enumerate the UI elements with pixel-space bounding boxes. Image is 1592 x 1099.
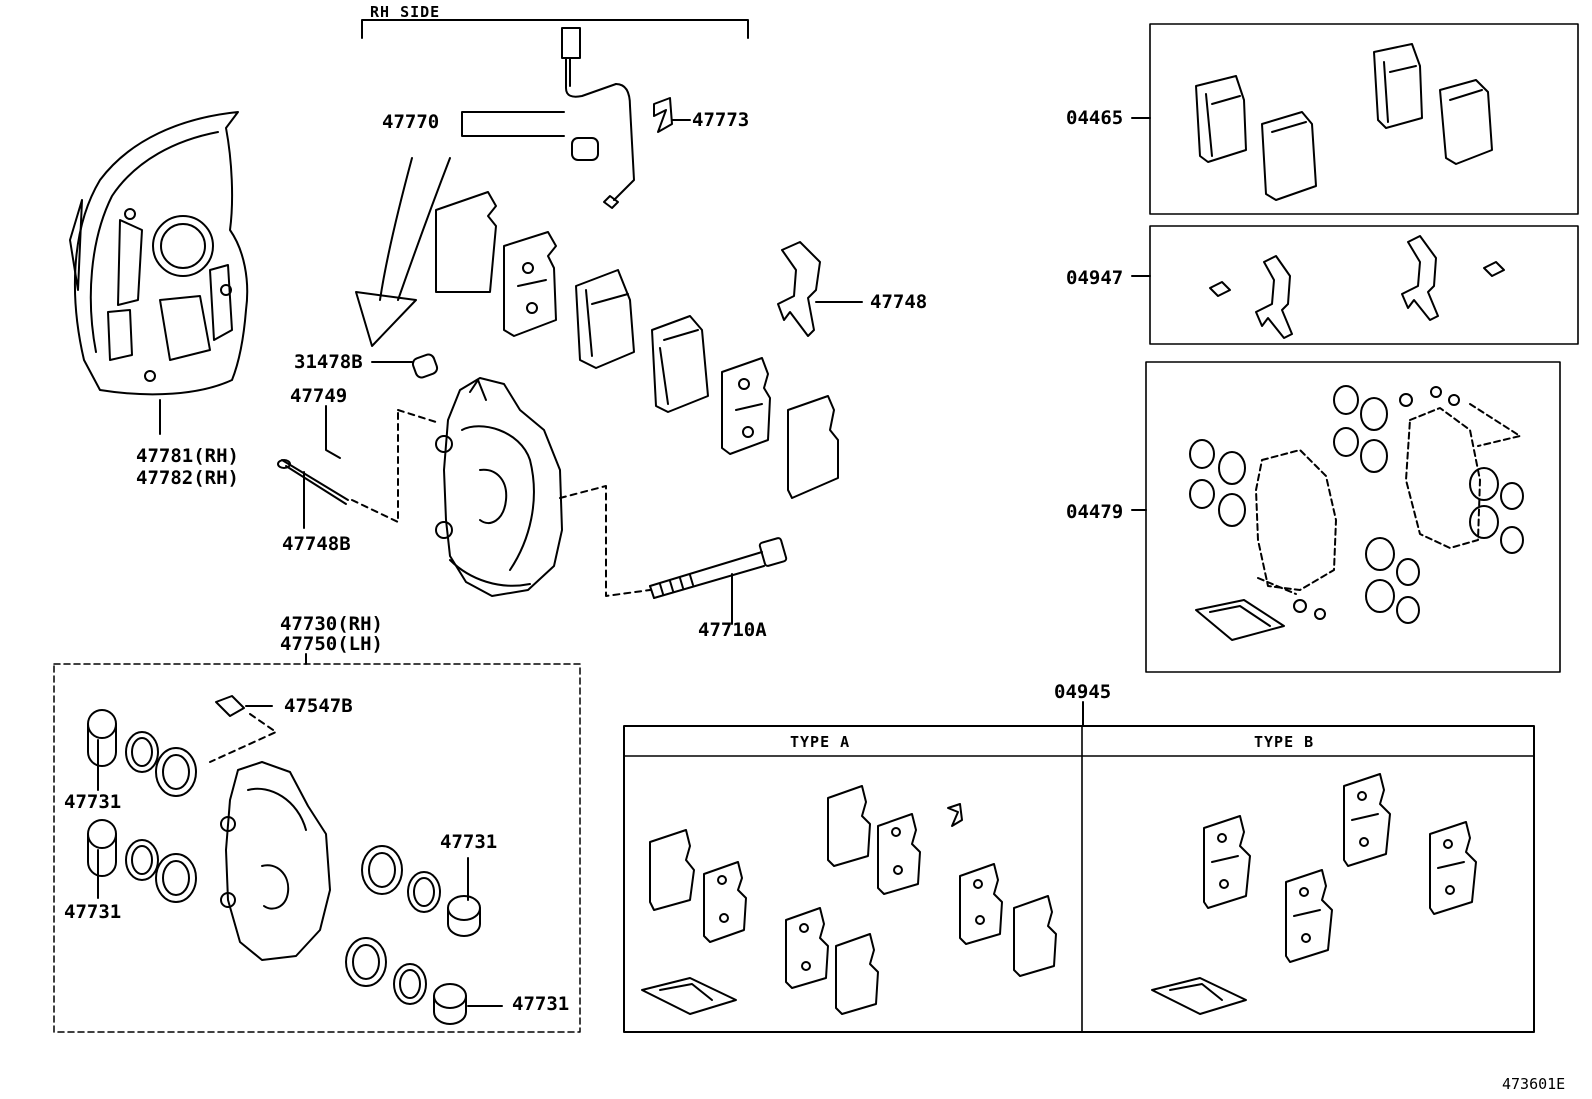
- brake-pad-icon: [651, 315, 709, 413]
- rh-side-bracket: [361, 19, 749, 39]
- dash-line: [209, 713, 277, 763]
- shim-kit-box: [623, 725, 1535, 1033]
- piston-seal-icon: [125, 731, 159, 773]
- part-number-04947[interactable]: 04947: [1066, 267, 1124, 289]
- caliper-icon: [435, 377, 563, 597]
- piston-seal-icon: [125, 839, 159, 881]
- anti-rattle-spring-icon: [1401, 235, 1505, 321]
- spring-kit-box: [1149, 225, 1579, 345]
- brake-pad-icon: [575, 269, 635, 369]
- piston-seal-icon: [361, 845, 403, 895]
- leader-line-47770: [461, 111, 565, 137]
- brake-pad-icon: [1261, 111, 1317, 201]
- part-number-47781[interactable]: 47781(RH): [136, 445, 239, 467]
- part-number-47782[interactable]: 47782(RH): [136, 467, 239, 489]
- part-number-47749[interactable]: 47749: [290, 385, 348, 407]
- piston-seal-icon: [345, 937, 387, 987]
- brake-pad-icon: [1373, 43, 1423, 129]
- part-number-47547b[interactable]: 47547B: [284, 695, 353, 717]
- bleeder-cap-icon: [411, 353, 439, 379]
- part-number-47731[interactable]: 47731: [64, 901, 122, 923]
- piston-icon: [87, 819, 117, 877]
- piston-seal-icon: [155, 853, 197, 903]
- figure-id-label: 473601E: [1502, 1075, 1566, 1093]
- type-a-label: TYPE A: [790, 733, 851, 751]
- dash-line: [397, 409, 437, 423]
- dash-line: [559, 485, 651, 597]
- part-number-47710a[interactable]: 47710A: [698, 619, 767, 641]
- piston-icon: [433, 983, 467, 1025]
- piston-icon: [447, 895, 481, 937]
- part-number-31478b[interactable]: 31478B: [294, 351, 363, 373]
- part-number-47731[interactable]: 47731: [512, 993, 570, 1015]
- part-number-47731[interactable]: 47731: [440, 831, 498, 853]
- pad-pin-icon: [277, 459, 349, 505]
- caliper-icon: [220, 761, 331, 961]
- part-number-47748[interactable]: 47748: [870, 291, 928, 313]
- pad-shim-icon: [787, 395, 839, 499]
- part-number-47773[interactable]: 47773: [692, 109, 750, 131]
- shim-set-type-b-icon: [1151, 773, 1477, 1015]
- piston-icon: [87, 709, 117, 767]
- seal-kit-icon: [1189, 385, 1524, 641]
- dash-line: [351, 409, 399, 523]
- wear-sensor-icon: [561, 27, 635, 209]
- pad-kit-box: [1149, 23, 1579, 215]
- sensor-clip-icon: [653, 97, 673, 133]
- pad-shim-icon: [721, 357, 771, 455]
- shim-set-type-a-icon: [641, 785, 1057, 1015]
- dust-cover-icon: [69, 111, 249, 435]
- part-number-04479[interactable]: 04479: [1066, 501, 1124, 523]
- part-number-47731[interactable]: 47731: [64, 791, 122, 813]
- pad-shim-inner-icon: [435, 191, 497, 293]
- piston-seal-icon: [155, 747, 197, 797]
- part-number-04465[interactable]: 04465: [1066, 107, 1124, 129]
- anti-rattle-spring-icon: [1209, 255, 1293, 339]
- piston-seal-icon: [407, 871, 441, 913]
- brake-pad-icon: [1195, 75, 1247, 163]
- pad-shim-outer-icon: [503, 231, 557, 337]
- part-number-47750[interactable]: 47750(LH): [280, 633, 383, 655]
- rh-side-label: RH SIDE: [370, 3, 441, 21]
- type-b-label: TYPE B: [1254, 733, 1315, 751]
- part-number-04945[interactable]: 04945: [1054, 681, 1112, 703]
- caliper-assy-box: [53, 663, 581, 1033]
- pad-pin-clip-icon: [325, 405, 341, 459]
- part-number-47748b[interactable]: 47748B: [282, 533, 351, 555]
- part-number-47730[interactable]: 47730(RH): [280, 613, 383, 635]
- piston-seal-icon: [393, 963, 427, 1005]
- bleeder-plug-icon: [215, 695, 245, 717]
- caliper-bolt-icon: [649, 537, 788, 599]
- anti-rattle-spring-icon: [777, 241, 821, 337]
- seal-kit-box: [1145, 361, 1561, 673]
- install-direction-arrow: [355, 157, 451, 347]
- brake-pad-icon: [1439, 79, 1493, 165]
- part-number-47770[interactable]: 47770: [382, 111, 440, 133]
